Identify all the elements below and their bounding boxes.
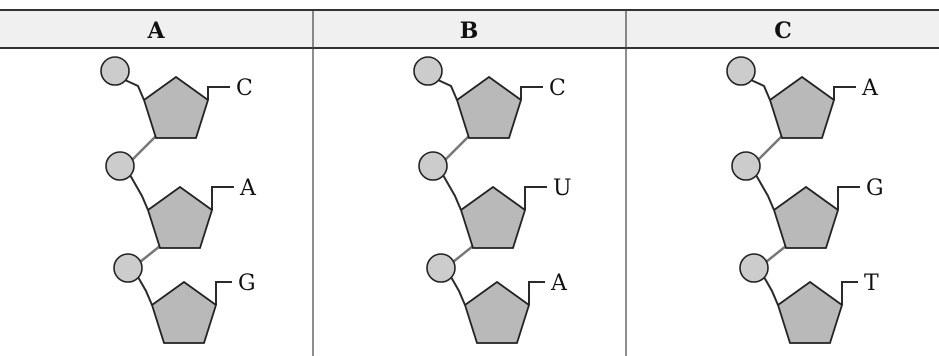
phosphate-sugar-bond-b-3 [450,276,466,306]
backbone-link-b-1 [444,135,470,161]
base-bond-a-2 [211,186,234,210]
sugar-pentagon-c-2 [772,185,840,249]
backbone-link-a-2 [139,245,161,263]
sugar-pentagon-a-3 [150,280,218,344]
phosphate-circle-a-2 [105,151,135,181]
phosphate-sugar-bond-b-2 [442,174,462,211]
phosphate-circle-b-3 [426,253,456,283]
base-label-b-3: A [550,271,568,296]
phosphate-sugar-bond-c-2 [755,174,775,211]
phosphate-sugar-bond-a-2 [129,174,149,211]
sugar-pentagon-a-1 [142,75,210,139]
base-label-a-1: C [236,76,253,101]
phosphate-circle-c-2 [731,151,761,181]
column-header-b: B [460,18,479,44]
base-label-b-2: U [553,176,572,201]
base-bond-b-2 [524,186,547,210]
phosphate-circle-c-3 [739,253,769,283]
base-bond-c-1 [833,86,856,100]
base-label-c-3: T [864,271,879,296]
sugar-pentagon-b-3 [463,280,531,344]
base-bond-a-1 [207,86,230,100]
base-bond-c-3 [841,281,858,305]
backbone-link-c-1 [757,135,783,161]
base-label-c-2: G [866,176,884,201]
column-header-a: A [146,18,165,44]
phosphate-sugar-bond-c-3 [763,276,779,306]
backbone-link-c-2 [765,245,787,263]
sugar-pentagon-c-3 [776,280,844,344]
nucleotide-strands: C A G C U A A G T [100,56,884,344]
sugar-pentagon-a-2 [146,185,214,249]
base-bond-a-3 [215,281,232,305]
column-header-c: C [774,18,792,44]
base-label-a-2: A [239,176,257,201]
base-label-c-1: A [861,76,879,101]
base-bond-b-3 [528,281,545,305]
backbone-link-b-2 [452,245,474,263]
phosphate-circle-a-1 [100,56,130,86]
sugar-pentagon-b-1 [455,75,523,139]
phosphate-circle-b-2 [418,151,448,181]
table-header-background [0,10,939,48]
backbone-link-a-1 [131,135,157,161]
base-label-b-1: C [549,76,566,101]
phosphate-circle-c-1 [726,56,756,86]
phosphate-sugar-bond-a-1 [124,79,145,101]
sugar-pentagon-c-1 [768,75,836,139]
base-label-a-3: G [238,271,256,296]
phosphate-circle-a-3 [113,253,143,283]
base-bond-c-2 [837,186,860,210]
phosphate-sugar-bond-b-1 [437,79,458,101]
base-bond-b-1 [520,86,543,100]
phosphate-circle-b-1 [413,56,443,86]
phosphate-sugar-bond-c-1 [750,79,771,101]
phosphate-sugar-bond-a-3 [137,276,153,306]
sugar-pentagon-b-2 [459,185,527,249]
